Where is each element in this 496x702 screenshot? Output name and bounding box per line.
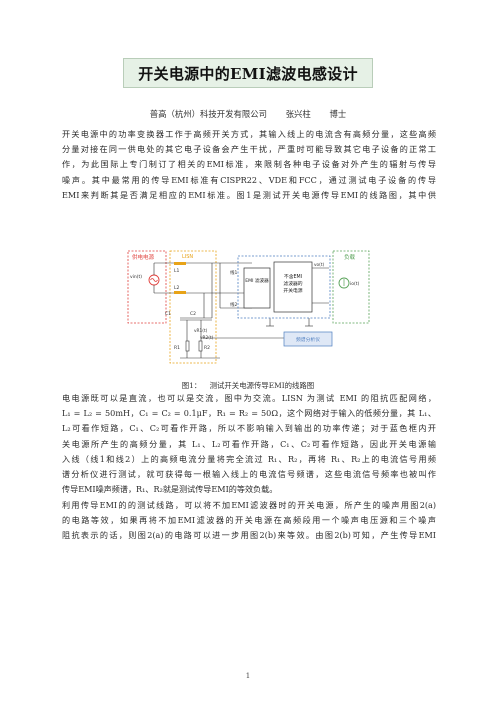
paragraph-intro: 开关电源中的功率变换器工作于高频开关方式，其输入线上的电流含有高频分量，这些高频… xyxy=(62,127,436,203)
converter-label-2: 滤波器的 xyxy=(283,280,302,287)
text-line: 的电路等效，如果再将不加EMI滤波器的开关电源在高频段用一个噪声电压源和三个噪声 xyxy=(62,515,436,526)
inductor-l2-icon xyxy=(174,291,186,294)
vin-label: vin(t) xyxy=(130,274,142,280)
line1-label: 线1 xyxy=(230,269,237,276)
sine-wave-icon xyxy=(150,278,158,282)
resistor-r2-icon xyxy=(198,340,203,352)
supply-box xyxy=(127,250,167,324)
text-line: 传导EMI噪声频谱，R₁、R₂就是测试传导EMI的等效负载。 xyxy=(62,484,278,495)
text-line: 电电源既可以是直流，也可以是交流，图中为交流。LISN 为测试 EMI 的阻抗匹… xyxy=(62,393,436,403)
inductor-l1-icon xyxy=(174,262,186,265)
load-source-icon xyxy=(338,277,350,289)
text-line: 谱分析仪进行测试，就可获得每一根输入线上的电流信号频谱，这些电流信号频率也被叫作 xyxy=(62,469,436,480)
text-line: 作，为此国际上专门制订了相关的EMI标准，来限制各种电子设备对外产生的辐射与传导 xyxy=(62,159,436,170)
page-number: 1 xyxy=(245,672,251,680)
line2-label: 线2 xyxy=(230,301,237,308)
l2-label: L2 xyxy=(174,285,180,291)
r2-label: R2 xyxy=(204,345,210,351)
c1-label: C1 xyxy=(165,311,171,317)
converter-frame xyxy=(237,255,331,319)
figure-1: 供电电源 vin(t) LISN L1 L2 C1 C2 vR1(t) vR2(… xyxy=(124,248,372,380)
affiliation: 普高（杭州）科技开发有限公司 xyxy=(149,109,268,119)
text-line: 关电源所产生的高频分量，其 L₁、L₂可看作开路，C₁、C₂可看作短路，因此开关… xyxy=(62,438,436,449)
author-name: 张兴柱 xyxy=(285,109,311,119)
load-box xyxy=(332,250,370,324)
text-line: L₂可看作短路，C₁、C₂可看作开路，所以不影响输入到输出的功率传递；对于蓝色框… xyxy=(62,423,436,434)
converter-label-3: 开关电源 xyxy=(283,287,302,294)
paragraph-noise: 利用传导EMI的的测试线路，可以将不加EMI滤波器时的开关电源，所产生的噪声用图… xyxy=(62,498,436,544)
io-label: io(t) xyxy=(350,281,360,287)
caption-text: 测试开关电源传导EMI的线路图 xyxy=(209,381,315,390)
l1-label: L1 xyxy=(174,268,180,274)
emi-filter-box xyxy=(243,267,271,309)
text-line: 噪声。其中最常用的传导EMI标准有CISPR22、VDE和FCC，通过测试电子设… xyxy=(62,174,436,185)
text-line: L₁ = L₂ = 50mH，C₁ = C₂ = 0.1μF，R₁ = R₂ =… xyxy=(62,408,436,419)
author-line: 普高（杭州）科技开发有限公司 张兴柱 博士 xyxy=(0,108,496,120)
resistor-r1-icon xyxy=(185,340,190,352)
caption-number: 图1： xyxy=(181,381,202,390)
paragraph-lisn: 电电源既可以是直流，也可以是交流，图中为交流。LISN 为测试 EMI 的阻抗匹… xyxy=(62,391,436,497)
load-label: 负载 xyxy=(344,253,356,261)
figure-caption: 图1： 测试开关电源传导EMI的线路图 xyxy=(0,380,496,391)
vo-label: vo(t) xyxy=(314,262,325,268)
supply-label: 供电电源 xyxy=(132,253,155,261)
lisn-label: LISN xyxy=(182,254,193,260)
wires xyxy=(153,262,329,359)
converter-label-1: 不含EMI xyxy=(284,273,302,280)
text-line: 开关电源中的功率变换器工作于高频开关方式，其输入线上的电流含有高频分量，这些高频 xyxy=(62,129,436,139)
title-box: 开关电源中的EMI滤波电感设计 xyxy=(123,58,373,88)
text-line: 入线（线1和线2）上的高频电流分量将完全流过 R₁、R₂，再将 R₁、R₂上的电… xyxy=(62,453,436,464)
c2-label: C2 xyxy=(190,311,196,317)
text-line: EMI来判断其是否满足相应的EMI标准。图1是测试开关电源传导EMI的线路图，其… xyxy=(62,189,436,200)
r1-label: R1 xyxy=(174,345,180,351)
analyzer-label: 频谱分析仪 xyxy=(296,336,320,343)
text-line: 阻抗表示的话，则图2(a)的电路可以进一步用图2(b)来等效。由图2(b)可知，… xyxy=(62,530,436,541)
emi-filter-label: EMI 滤波器 xyxy=(245,279,269,284)
converter-box xyxy=(273,261,313,313)
author-degree: 博士 xyxy=(329,109,347,119)
analyzer-box xyxy=(283,331,333,347)
page-title: 开关电源中的EMI滤波电感设计 xyxy=(138,64,358,83)
text-line: 分量对接在同一供电处的其它电子设备会产生干扰，严重时可能导致其它电子设备的正常工 xyxy=(62,144,436,155)
circuit-diagram: 供电电源 vin(t) LISN L1 L2 C1 C2 vR1(t) vR2(… xyxy=(127,250,370,364)
text-line: 利用传导EMI的的测试线路，可以将不加EMI滤波器时的开关电源，所产生的噪声用图… xyxy=(62,500,436,510)
lisn-box xyxy=(169,250,217,364)
